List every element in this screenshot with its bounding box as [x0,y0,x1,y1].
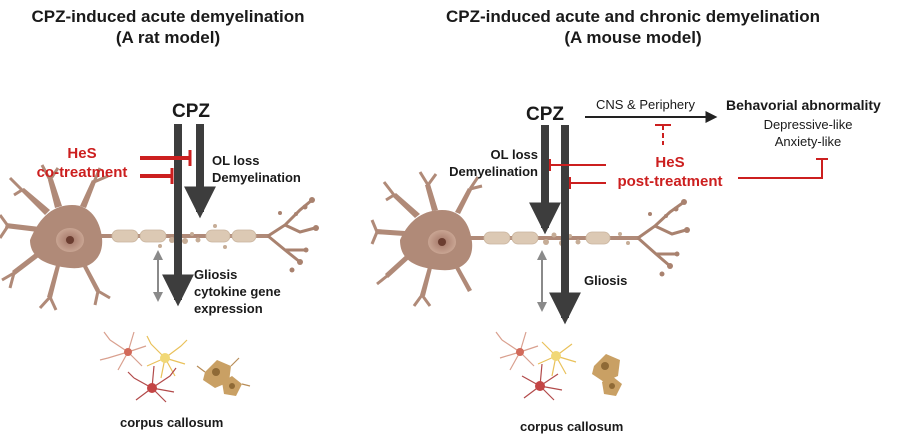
left-glia-cluster [99,331,251,403]
right-cpz-label: CPZ [526,104,564,125]
behavior-title: Behavorial abnormality [726,97,881,113]
right-arrows [529,111,828,325]
right-hes-treatment-label: HeS post-treatment [617,154,723,190]
right-effect-label: OL loss Demyelination [449,147,538,179]
left-hes-treatment-label: HeS co-treatment [36,145,128,181]
right-region-label: corpus callosum [520,419,624,434]
right-title: CPZ-induced acute and chronic demyelinat… [445,7,821,47]
left-gliosis-label: Gliosis cytokine gene expression [194,267,281,316]
behavior-list: Depressive-like Anxiety-like [763,117,853,149]
right-gliosis-label: Gliosis [584,273,628,288]
left-cpz-label: CPZ [172,101,210,122]
left-neuron [0,164,319,311]
left-effect-label: OL loss Demyelination [212,153,301,185]
right-glia-cluster [495,331,622,401]
pathway-label: CNS & Periphery [596,97,695,112]
left-region-label: corpus callosum [120,415,224,430]
right-neuron [370,171,690,307]
left-title: CPZ-induced acute demyelination (A rat m… [31,7,305,47]
left-arrows [140,124,216,307]
